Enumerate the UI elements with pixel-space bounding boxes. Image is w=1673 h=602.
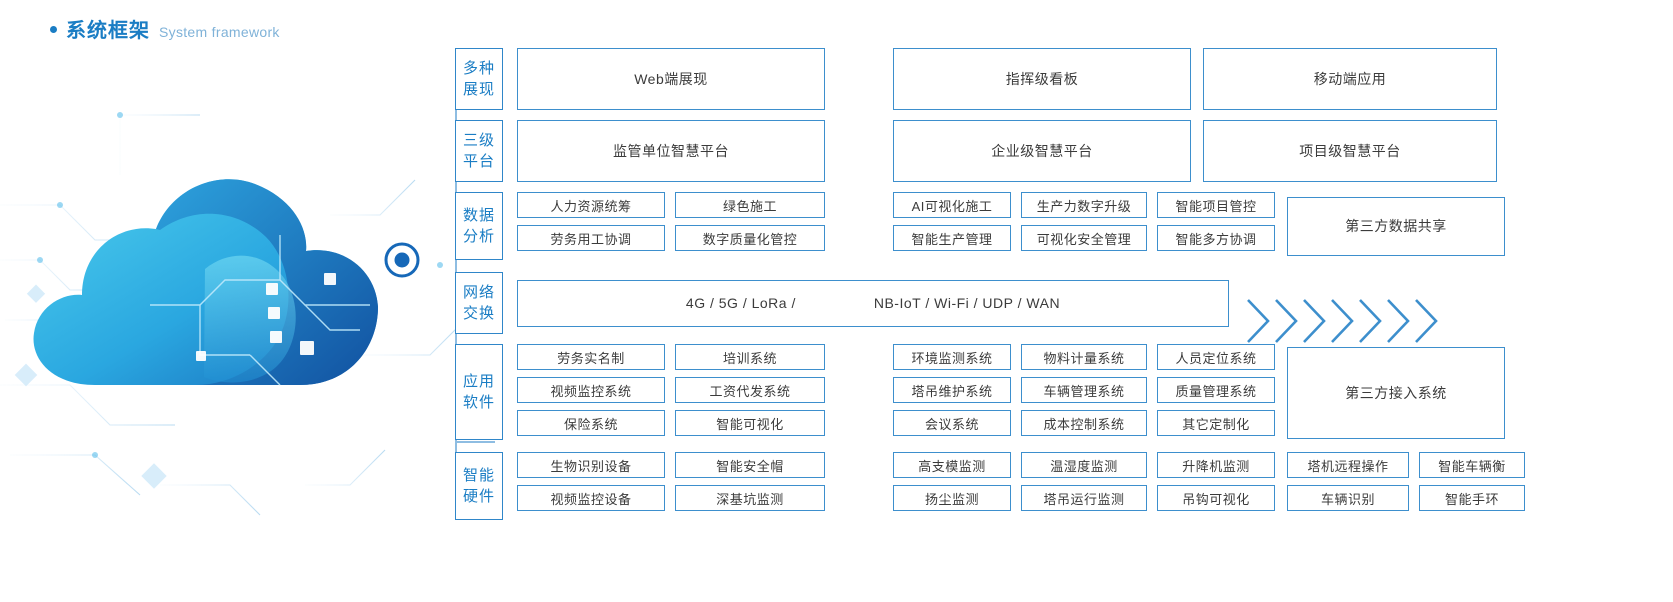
- row-network: 网络 交换 4G / 5G / LoRa / NB-IoT / Wi-Fi / …: [455, 272, 1229, 334]
- cell-personnel-positioning-system[interactable]: 人员定位系统: [1157, 344, 1275, 370]
- cell-network-protocols[interactable]: 4G / 5G / LoRa / NB-IoT / Wi-Fi / UDP / …: [517, 279, 1229, 327]
- cell-command-dashboard[interactable]: 指挥级看板: [893, 48, 1191, 110]
- category-line1: 智能: [462, 466, 495, 484]
- chevron-right-icon: [1331, 299, 1354, 343]
- category-presentation[interactable]: 多种 展现: [455, 48, 503, 110]
- category-line1: 多种: [462, 59, 495, 77]
- cell-other-customization[interactable]: 其它定制化: [1157, 410, 1275, 436]
- connector-stub-application-software: [455, 441, 495, 443]
- cell-dust-monitoring[interactable]: 扬尘监测: [893, 485, 1011, 511]
- cell-material-metering-system[interactable]: 物料计量系统: [1021, 344, 1147, 370]
- cell-green-construction[interactable]: 绿色施工: [675, 192, 825, 218]
- row-smart-hardware: 智能 硬件 生物识别设备 智能安全帽 视频监控设备 深基坑监测 高支模监测 温湿…: [455, 452, 1525, 520]
- category-line2: 硬件: [462, 488, 495, 505]
- cell-insurance-system[interactable]: 保险系统: [517, 410, 665, 436]
- cell-tower-crane-remote-operation[interactable]: 塔机远程操作: [1287, 452, 1409, 478]
- cell-project-platform[interactable]: 项目级智慧平台: [1203, 120, 1497, 182]
- row-application-software: 应用 软件 劳务实名制 培训系统 视频监控系统 工资代发系统 保险系统 智能可视…: [455, 344, 1505, 442]
- category-line2: 展现: [462, 81, 495, 98]
- cell-hook-visualization[interactable]: 吊钩可视化: [1157, 485, 1275, 511]
- group-hw-extra: 塔机远程操作 智能车辆衡 车辆识别 智能手环: [1287, 452, 1525, 520]
- cell-crane-maintenance-system[interactable]: 塔吊维护系统: [893, 377, 1011, 403]
- cell-smart-multiparty-coord[interactable]: 智能多方协调: [1157, 225, 1275, 251]
- cell-training-system[interactable]: 培训系统: [675, 344, 825, 370]
- cell-labor-coordination[interactable]: 劳务用工协调: [517, 225, 665, 251]
- network-flow-chevrons: [1245, 298, 1439, 344]
- network-text-right: NB-IoT / Wi-Fi / UDP / WAN: [873, 295, 1061, 311]
- category-network[interactable]: 网络 交换: [455, 272, 503, 334]
- cell-meeting-system[interactable]: 会议系统: [893, 410, 1011, 436]
- bullet-icon: [50, 26, 57, 33]
- cell-hr-planning[interactable]: 人力资源统筹: [517, 192, 665, 218]
- cell-biometric-device[interactable]: 生物识别设备: [517, 452, 665, 478]
- category-line2: 分析: [462, 228, 495, 245]
- cell-cost-control-system[interactable]: 成本控制系统: [1021, 410, 1147, 436]
- category-line1: 数据: [462, 206, 495, 224]
- group-app-left: 劳务实名制 培训系统 视频监控系统 工资代发系统 保险系统 智能可视化: [517, 344, 825, 442]
- cell-productivity-digital-upgrade[interactable]: 生产力数字升级: [1021, 192, 1147, 218]
- cell-smart-weighbridge[interactable]: 智能车辆衡: [1419, 452, 1525, 478]
- cell-visual-safety-mgmt[interactable]: 可视化安全管理: [1021, 225, 1147, 251]
- category-smart-hardware[interactable]: 智能 硬件: [455, 452, 503, 520]
- cell-quality-management-system[interactable]: 质量管理系统: [1157, 377, 1275, 403]
- cell-deep-foundation-pit-monitoring[interactable]: 深基坑监测: [675, 485, 825, 511]
- cell-environment-monitoring-system[interactable]: 环境监测系统: [893, 344, 1011, 370]
- cell-enterprise-platform[interactable]: 企业级智慧平台: [893, 120, 1191, 182]
- system-framework-diagram: 多种 展现 Web端展现 指挥级看板 移动端应用 三级 平台 监管单位智慧平台 …: [455, 48, 1665, 520]
- cell-smart-project-control[interactable]: 智能项目管控: [1157, 192, 1275, 218]
- chevron-right-icon: [1359, 299, 1382, 343]
- cell-smart-production-mgmt[interactable]: 智能生产管理: [893, 225, 1011, 251]
- chevron-right-icon: [1275, 299, 1298, 343]
- cell-web-presentation[interactable]: Web端展现: [517, 48, 825, 110]
- cell-video-surveillance-device[interactable]: 视频监控设备: [517, 485, 665, 511]
- cell-smart-helmet[interactable]: 智能安全帽: [675, 452, 825, 478]
- category-application-software[interactable]: 应用 软件: [455, 344, 503, 440]
- page-title: 系统框架: [66, 20, 150, 42]
- cell-mobile-app[interactable]: 移动端应用: [1203, 48, 1497, 110]
- category-data-analysis[interactable]: 数据 分析: [455, 192, 503, 260]
- cell-third-party-access-system[interactable]: 第三方接入系统: [1287, 347, 1505, 439]
- cell-payroll-system[interactable]: 工资代发系统: [675, 377, 825, 403]
- group-data-right: AI可视化施工 生产力数字升级 智能项目管控 智能生产管理 可视化安全管理 智能…: [893, 192, 1275, 260]
- cell-high-formwork-monitoring[interactable]: 高支模监测: [893, 452, 1011, 478]
- category-line2: 软件: [462, 394, 495, 411]
- cell-elevator-monitoring[interactable]: 升降机监测: [1157, 452, 1275, 478]
- cell-video-surveillance-system[interactable]: 视频监控系统: [517, 377, 665, 403]
- cloud-network-illustration: [0, 55, 470, 525]
- group-data-left: 人力资源统筹 绿色施工 劳务用工协调 数字质量化管控: [517, 192, 825, 260]
- category-line2: 交换: [462, 305, 495, 322]
- group-app-right: 环境监测系统 物料计量系统 人员定位系统 塔吊维护系统 车辆管理系统 质量管理系…: [893, 344, 1275, 442]
- row-presentation: 多种 展现 Web端展现 指挥级看板 移动端应用: [455, 48, 1497, 110]
- cell-third-party-data-sharing[interactable]: 第三方数据共享: [1287, 196, 1505, 256]
- group-hw-right: 高支模监测 温湿度监测 升降机监测 扬尘监测 塔吊运行监测 吊钩可视化: [893, 452, 1275, 520]
- cell-temp-humidity-monitoring[interactable]: 温湿度监测: [1021, 452, 1147, 478]
- cell-digital-quality-control[interactable]: 数字质量化管控: [675, 225, 825, 251]
- category-line2: 平台: [462, 153, 495, 170]
- group-hw-left: 生物识别设备 智能安全帽 视频监控设备 深基坑监测: [517, 452, 825, 520]
- category-line1: 三级: [462, 131, 495, 149]
- cell-regulator-platform[interactable]: 监管单位智慧平台: [517, 120, 825, 182]
- cell-vehicle-management-system[interactable]: 车辆管理系统: [1021, 377, 1147, 403]
- cell-smart-wristband[interactable]: 智能手环: [1419, 485, 1525, 511]
- cell-ai-visual-construction[interactable]: AI可视化施工: [893, 192, 1011, 218]
- page-header: 系统框架 System framework: [50, 14, 280, 43]
- cell-vehicle-recognition[interactable]: 车辆识别: [1287, 485, 1409, 511]
- chevron-right-icon: [1415, 299, 1438, 343]
- network-text-left: 4G / 5G / LoRa /: [685, 295, 796, 311]
- row-platform: 三级 平台 监管单位智慧平台 企业级智慧平台 项目级智慧平台: [455, 120, 1497, 182]
- page-subtitle: System framework: [159, 24, 280, 40]
- cell-labor-realname[interactable]: 劳务实名制: [517, 344, 665, 370]
- cell-crane-operation-monitoring[interactable]: 塔吊运行监测: [1021, 485, 1147, 511]
- cell-smart-visualization[interactable]: 智能可视化: [675, 410, 825, 436]
- chevron-right-icon: [1247, 299, 1270, 343]
- chevron-right-icon: [1387, 299, 1410, 343]
- chevron-right-icon: [1303, 299, 1326, 343]
- row-data-analysis: 数据 分析 人力资源统筹 绿色施工 劳务用工协调 数字质量化管控 AI可视化施工…: [455, 192, 1505, 260]
- category-platform[interactable]: 三级 平台: [455, 120, 503, 182]
- category-line1: 网络: [462, 283, 495, 301]
- category-line1: 应用: [462, 372, 495, 390]
